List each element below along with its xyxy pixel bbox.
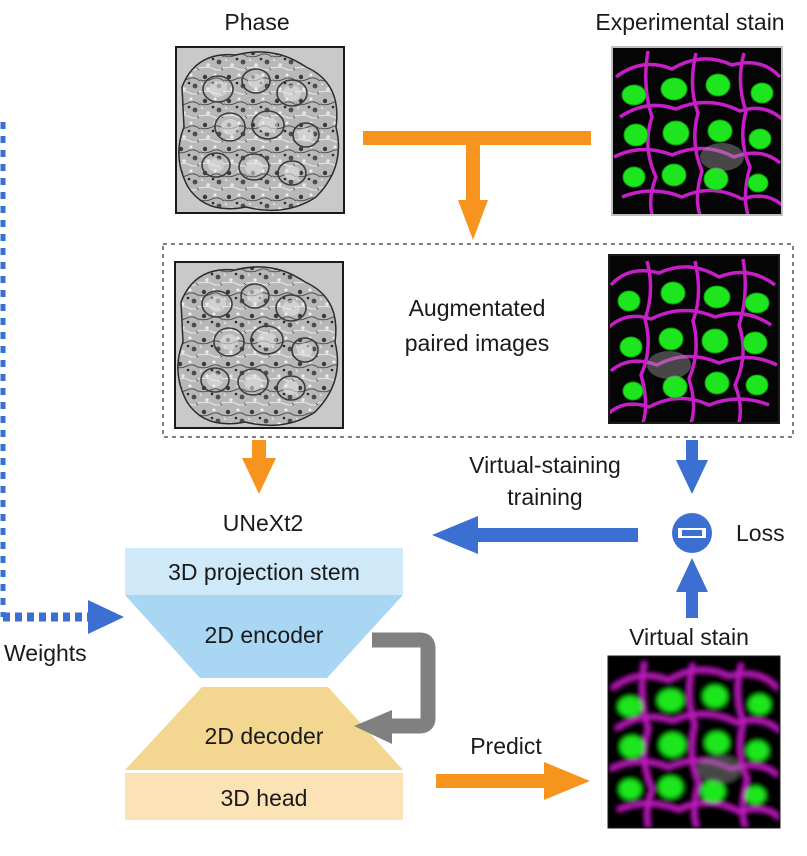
phase-label: Phase	[224, 9, 289, 35]
unext2-label: UNeXt2	[223, 510, 304, 536]
weights-label: Weights	[4, 640, 87, 666]
prediction-to-loss-arrow	[676, 558, 708, 618]
minus-in-circle-icon	[672, 513, 712, 553]
augmented-stain-image	[608, 254, 780, 424]
predict-label: Predict	[470, 733, 542, 759]
augmented-label-line2: paired images	[405, 330, 549, 356]
virtual-stain-label: Virtual stain	[629, 624, 749, 650]
experimental-stain-label: Experimental stain	[595, 9, 784, 35]
virtual-staining-training-line2: training	[507, 484, 582, 510]
projection-stem-block: 3D projection stem	[125, 548, 403, 595]
decoder-block: 2D decoder	[125, 687, 403, 770]
training-arrow	[432, 516, 638, 554]
weights-arrow	[0, 122, 124, 634]
encoder-block: 2D encoder	[125, 595, 403, 678]
phase-image	[175, 46, 345, 214]
augmented-pairs-box	[162, 243, 794, 438]
input-arrow	[242, 440, 276, 494]
skip-connection-arrow	[354, 632, 436, 744]
merge-arrow	[363, 131, 591, 240]
augmented-label-line1: Augmentated	[409, 295, 546, 321]
virtual-staining-training-line1: Virtual-staining	[469, 452, 621, 478]
projection-stem-label: 3D projection stem	[168, 559, 360, 585]
augmented-phase-image	[174, 261, 344, 429]
decoder-label: 2D decoder	[205, 723, 324, 749]
head-block: 3D head	[125, 773, 403, 820]
loss-label: Loss	[736, 520, 785, 546]
target-arrow	[676, 440, 708, 494]
head-label: 3D head	[221, 785, 308, 811]
experimental-stain-image	[611, 46, 783, 216]
virtual-stain-image	[607, 655, 781, 829]
encoder-label: 2D encoder	[205, 622, 324, 648]
predict-arrow	[436, 762, 590, 800]
